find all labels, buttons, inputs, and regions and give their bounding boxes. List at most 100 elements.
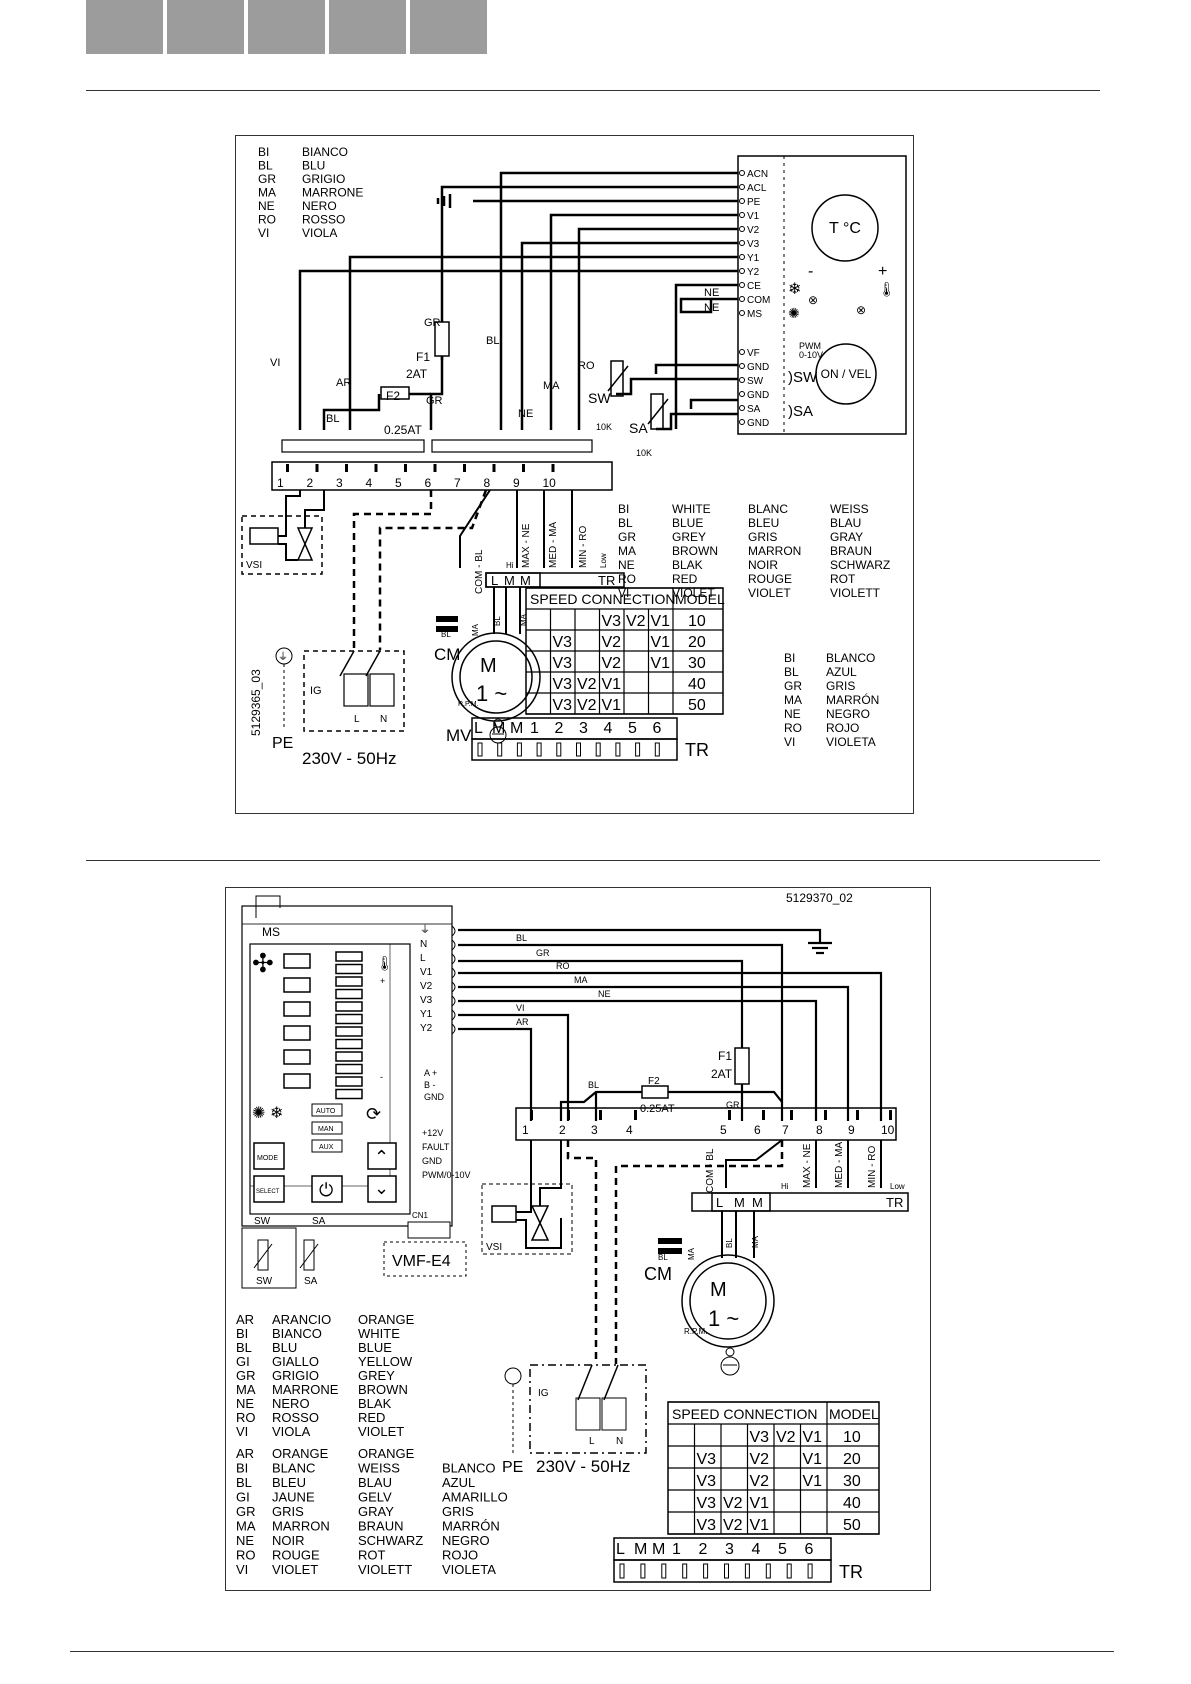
- legend-entry: ROT: [830, 572, 856, 586]
- tr-bottom-label: 3: [579, 720, 588, 737]
- wire-ma: MA: [574, 975, 588, 985]
- terminal-number: 5: [720, 1123, 727, 1137]
- up-arrow-icon[interactable]: ⌃: [374, 1147, 389, 1167]
- motor-l-label: L: [491, 573, 498, 588]
- terminal-number: 5: [395, 476, 402, 490]
- table-header-speed: SPEED CONNECTION: [530, 591, 675, 607]
- legend-entry: BLUE: [672, 516, 703, 530]
- pin-dot: [739, 226, 745, 232]
- terminal-screw: [286, 464, 289, 472]
- wire-label-ne-com: NE: [704, 287, 719, 299]
- pin-dot: [739, 296, 745, 302]
- wire-label-bl: BL: [326, 413, 339, 425]
- low-label-2: Low: [890, 1182, 905, 1191]
- tr-bottom-label: 6: [653, 720, 662, 737]
- fuse-f2-label-2: F2: [648, 1076, 660, 1087]
- ig-label-2: IG: [538, 1388, 549, 1399]
- legend-entry: VIOLA: [272, 1424, 311, 1439]
- legend-code: MA: [258, 186, 276, 200]
- terminal-number: 4: [626, 1123, 633, 1137]
- legend-entry: BI: [236, 1461, 248, 1476]
- lamp-icon: ⊗: [808, 293, 818, 307]
- man-button[interactable]: MAN: [318, 1126, 334, 1133]
- table-header-speed: SPEED CONNECTION: [672, 1406, 817, 1422]
- down-arrow-icon[interactable]: ⌄: [374, 1178, 389, 1198]
- controller-pin-label: ACL: [747, 183, 767, 194]
- table-cell: V2: [577, 676, 597, 693]
- select-button[interactable]: SELECT: [256, 1189, 280, 1195]
- med-ma-label: MED - MA: [548, 522, 559, 568]
- motor-ma-label: MA: [519, 613, 528, 626]
- legend-entry: NE: [236, 1396, 254, 1411]
- controller-block: T °C - + ON / VEL ❄ ✺ ⊗ ⊗ 🌡 PWM 0-10V )S…: [737, 155, 907, 435]
- table-cell: V1: [651, 634, 671, 651]
- temp-led: [335, 1063, 363, 1075]
- table-cell: V3: [553, 655, 573, 672]
- board-pin-label: A +: [424, 1068, 437, 1078]
- table-cell: V3: [553, 697, 573, 714]
- table-cell: V2: [626, 613, 646, 630]
- table-cell: 10: [843, 1429, 861, 1446]
- aux-button[interactable]: AUX: [319, 1144, 334, 1151]
- legend-entry: ROJO: [442, 1548, 478, 1563]
- motor-l-2: L: [716, 1195, 723, 1210]
- minus-label: -: [808, 263, 813, 280]
- legend-entry: VIOLETT: [830, 586, 881, 600]
- legend-entry: RO: [618, 572, 636, 586]
- power-button[interactable]: ⏻: [319, 1180, 333, 1200]
- sw-tab-label: SW: [254, 1216, 271, 1227]
- legend-name: MARRONE: [302, 186, 363, 200]
- pin-dot: [739, 349, 745, 355]
- tr-bottom-label: M: [634, 1541, 647, 1558]
- legend-entry: VIOLET: [358, 1424, 404, 1439]
- pin-dot: [739, 310, 745, 316]
- legend-entry: BLEU: [272, 1475, 306, 1490]
- auto-button[interactable]: AUTO: [316, 1108, 336, 1115]
- legend-entry: BROWN: [672, 544, 718, 558]
- legend-name: GRIGIO: [302, 172, 345, 186]
- hi-label-2: Hi: [781, 1182, 789, 1191]
- terminal-screw: [790, 1110, 793, 1120]
- bottom-rule: [70, 1651, 1114, 1652]
- top-rule: [86, 90, 1100, 91]
- mode-button[interactable]: MODE: [257, 1155, 278, 1162]
- temp-led: [335, 1088, 363, 1100]
- tr-screw: [516, 742, 522, 757]
- fuse-f1: [434, 321, 450, 357]
- terminal-screw: [463, 464, 466, 472]
- rpm-label: R.P.M.: [458, 701, 479, 708]
- supply-dashed-lines: [352, 489, 488, 650]
- legend-entry: ARANCIO: [272, 1312, 331, 1327]
- motor-m-2: M: [734, 1195, 745, 1210]
- legend-name: VIOLETA: [826, 735, 876, 749]
- med-ma-label-2: MED - MA: [834, 1142, 845, 1188]
- terminal-screw: [374, 464, 378, 472]
- sun-icon-2: ✺: [252, 1105, 265, 1122]
- legend-entry: MARRON: [748, 544, 801, 558]
- legend-entry: BL: [236, 1340, 252, 1355]
- legend-entry: BROWN: [358, 1382, 408, 1397]
- table-cell: V1: [602, 676, 622, 693]
- middle-rule: [86, 860, 1100, 861]
- wire-label-ne-ms: NE: [704, 302, 719, 314]
- tr-bottom-label: M: [652, 1541, 665, 1558]
- controller-pin-label: Y1: [747, 253, 760, 264]
- legend-entry: MA: [236, 1519, 256, 1534]
- legend-name: VIOLA: [302, 226, 337, 240]
- tr-screw: [724, 1563, 729, 1579]
- board-pin-label: PWM/0-10V: [422, 1170, 471, 1180]
- diagram-2-canvas: 5129370_02 MS ✣ 🌡 + - ✺ ❄ AUTO MAN AUX ⟳…: [236, 891, 909, 1583]
- controller-pin-label: ACN: [747, 169, 768, 180]
- voltage-label: 230V - 50Hz: [302, 749, 397, 768]
- tr-screw: [703, 1563, 709, 1579]
- lamp-icon-2: ⊗: [856, 303, 866, 317]
- fan-speed-led: [283, 977, 311, 993]
- pin-dot: [739, 212, 745, 218]
- pin-hook: [451, 1023, 456, 1035]
- supply-l-2: L: [589, 1436, 595, 1447]
- supply-switch-2: IG L N PE 230V - 50Hz: [502, 1364, 647, 1476]
- legend-entry: BI: [236, 1326, 248, 1341]
- legend-entry: ROT: [358, 1548, 386, 1563]
